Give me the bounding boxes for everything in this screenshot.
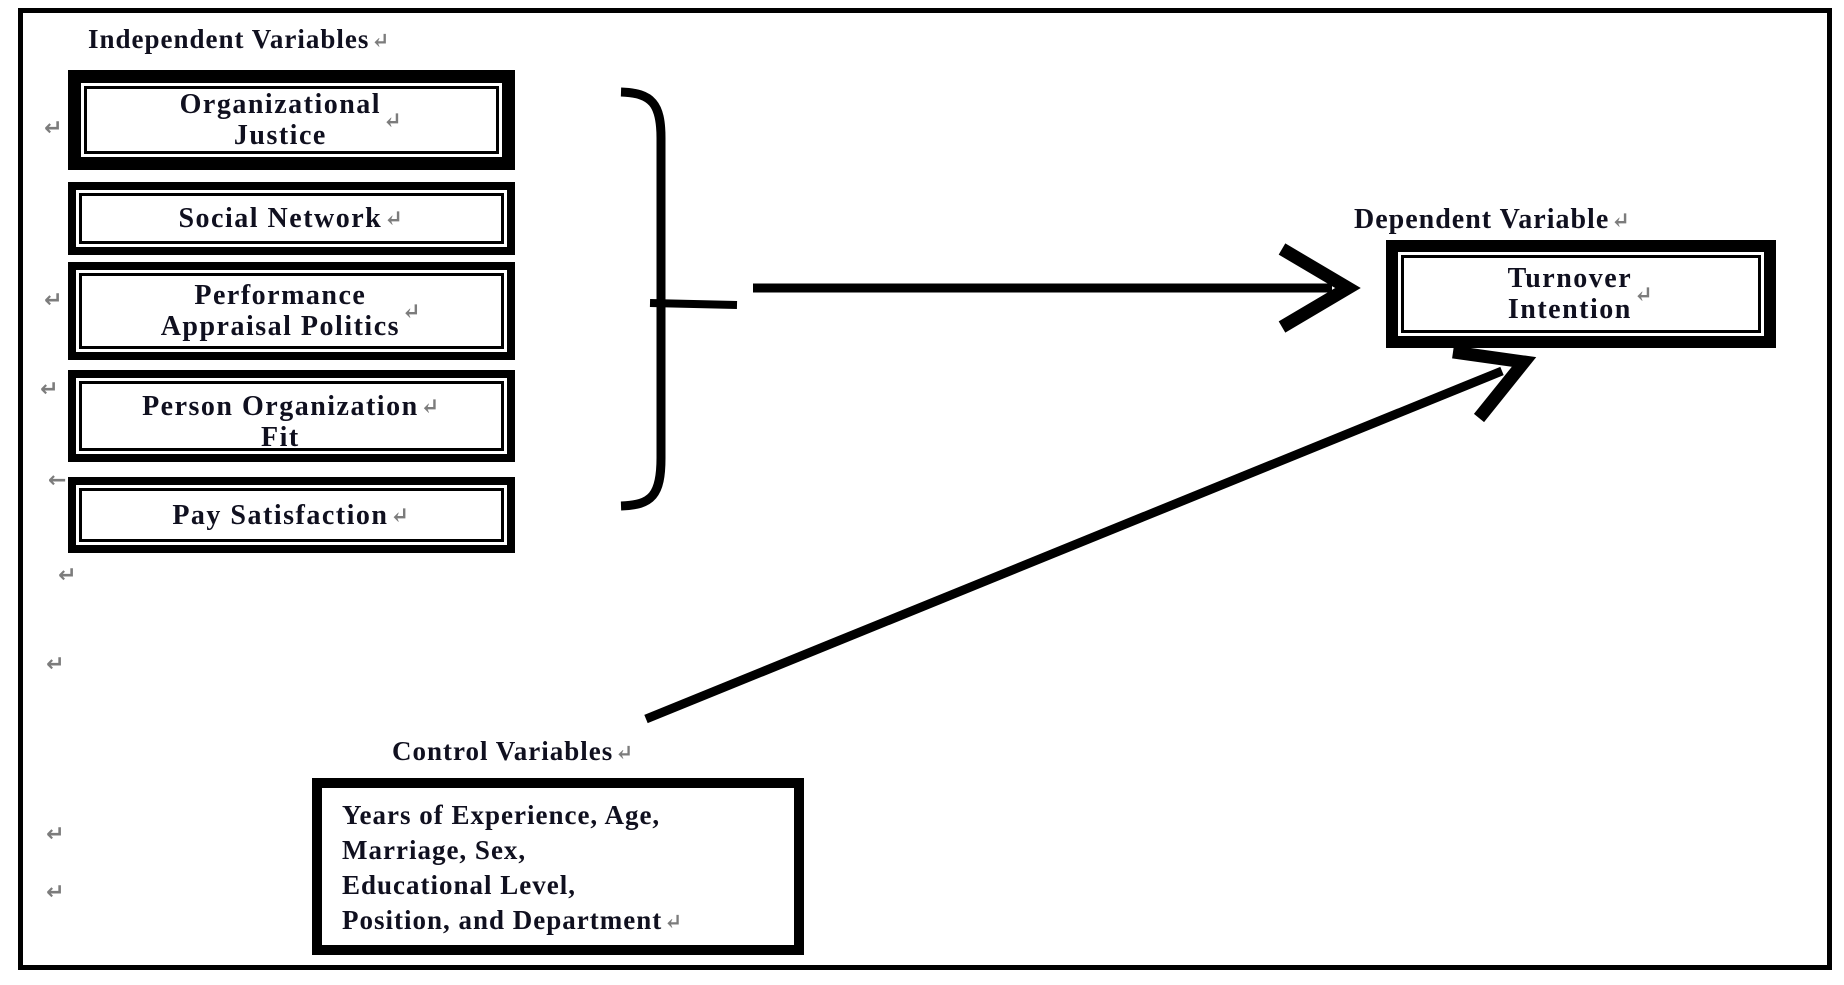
paragraph-mark-icon: ↵	[58, 563, 77, 588]
box-person-organization-fit: Person Organization Fit↵	[68, 370, 515, 462]
paragraph-mark-icon: ↵	[420, 394, 441, 419]
paragraph-mark-icon: ↵	[46, 652, 65, 677]
box-organizational-justice: Organizational Justice↵	[68, 70, 515, 170]
paragraph-mark-icon: ↵	[46, 822, 65, 847]
independent-variables-heading: Independent Variables↵	[88, 24, 390, 55]
box-social-network: Social Network↵	[68, 182, 515, 255]
box-control-variables-label: Years of Experience, Age, Marriage, Sex,…	[342, 800, 663, 935]
paragraph-mark-icon: ↵	[40, 377, 59, 402]
paragraph-mark-icon: ↵	[383, 107, 404, 133]
left-arrow-mark-icon: ←	[48, 468, 67, 493]
dependent-variable-heading-text: Dependent Variable	[1354, 204, 1610, 235]
control-variables-heading: Control Variables↵	[392, 736, 634, 767]
paragraph-mark-icon: ↵	[384, 206, 405, 231]
paragraph-mark-icon: ↵	[664, 910, 684, 934]
dependent-variable-heading: Dependent Variable↵	[1354, 204, 1631, 236]
control-variables-heading-text: Control Variables	[392, 736, 614, 766]
box-organizational-justice-label: Organizational Justice↵	[84, 86, 499, 154]
paragraph-mark-icon: ↵	[44, 288, 63, 313]
box-performance-appraisal-politics: Performance Appraisal Politics↵	[68, 262, 515, 360]
paragraph-mark-icon: ↵	[615, 741, 635, 765]
paragraph-mark-icon: ↵	[44, 116, 63, 141]
box-turnover-intention-label: Turnover Intention↵	[1401, 255, 1761, 333]
box-pay-satisfaction: Pay Satisfaction↵	[68, 477, 515, 553]
box-social-network-label: Social Network↵	[79, 193, 504, 244]
paragraph-mark-icon: ↵	[371, 29, 391, 53]
box-turnover-intention: Turnover Intention↵	[1386, 240, 1776, 348]
box-pay-satisfaction-label: Pay Satisfaction↵	[79, 488, 504, 542]
paragraph-mark-icon: ↵	[1634, 281, 1655, 307]
paragraph-mark-icon: ↵	[402, 298, 423, 324]
paragraph-mark-icon: ↵	[1611, 208, 1632, 233]
box-performance-appraisal-politics-label: Performance Appraisal Politics↵	[79, 273, 504, 349]
paragraph-mark-icon: ↵	[390, 502, 411, 528]
box-control-variables: Years of Experience, Age, Marriage, Sex,…	[312, 778, 804, 955]
paragraph-mark-icon: ↵	[46, 880, 65, 905]
independent-variables-heading-text: Independent Variables	[88, 24, 370, 54]
box-person-organization-fit-label: Person Organization Fit↵	[79, 381, 504, 451]
